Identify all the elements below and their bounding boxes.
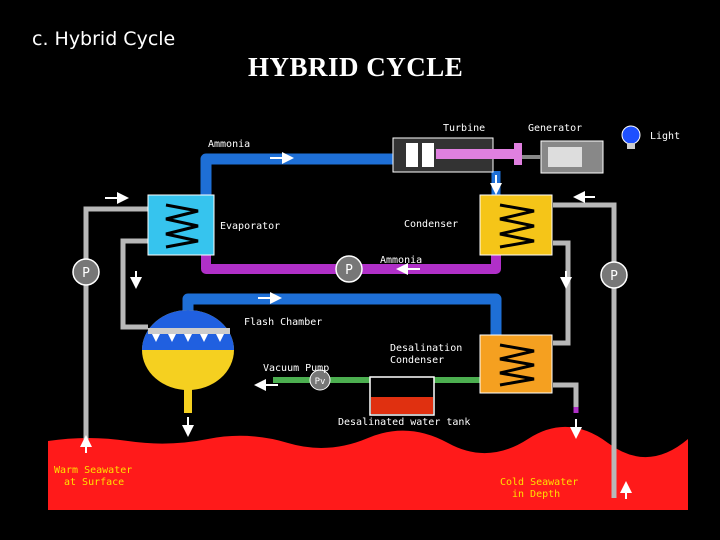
desalinated-water-tank (369, 376, 435, 416)
generator (522, 140, 604, 174)
flash-chamber (142, 310, 234, 390)
section-label: c. Hybrid Cycle (32, 28, 176, 50)
label-desalinated-tank: Desalinated water tank (338, 417, 470, 428)
cold-seawater-pipe-mid (553, 240, 571, 346)
label-ammonia-top: Ammonia (208, 139, 250, 150)
label-turbine: Turbine (443, 123, 485, 134)
label-cold-seawater-2: in Depth (512, 489, 560, 500)
label-evaporator: Evaporator (220, 221, 280, 232)
hybrid-cycle-diagram: P P P Pv Ammonia Turbine Generator Light… (48, 113, 688, 510)
label-warm-seawater-1: Warm Seawater (54, 465, 132, 476)
label-vacuum-pump: Vacuum Pump (263, 363, 329, 374)
desalination-condenser (479, 334, 553, 394)
evaporator (147, 194, 215, 256)
cold-seawater-pipe-out (553, 382, 579, 413)
label-generator: Generator (528, 123, 582, 134)
vacuum-pump-icon: Pv (309, 369, 331, 391)
label-condenser: Condenser (404, 219, 458, 230)
label-desal-condenser-1: Desalination (390, 343, 462, 354)
condenser (479, 194, 553, 256)
label-ammonia-bottom: Ammonia (380, 255, 422, 266)
label-warm-seawater-2: at Surface (64, 477, 124, 488)
label-flash-chamber: Flash Chamber (244, 317, 322, 328)
label-cold-seawater-1: Cold Seawater (500, 477, 578, 488)
warm-seawater-pipe-down (120, 238, 148, 330)
seawater-body (48, 426, 688, 510)
light-bulb-icon (621, 125, 641, 149)
pump-left-label: P (82, 266, 90, 281)
ammonia-pipe-top (200, 153, 393, 198)
label-desal-condenser-2: Condenser (390, 355, 444, 366)
pump-center-icon: P (335, 255, 363, 283)
warm-seawater-pipe-up (83, 206, 148, 443)
flow-arrows (80, 152, 632, 499)
cold-seawater-pipe-up (553, 202, 617, 498)
vacuum-pump-symbol: Pv (315, 377, 326, 387)
pump-right-label: P (610, 269, 618, 284)
label-light: Light (650, 131, 680, 142)
pump-center-label: P (345, 263, 353, 278)
vapor-pipe (182, 293, 502, 335)
turbine (392, 137, 522, 173)
pump-left-icon: P (72, 258, 100, 286)
pump-right-icon: P (600, 261, 628, 289)
slide-title: HYBRID CYCLE (248, 52, 464, 82)
